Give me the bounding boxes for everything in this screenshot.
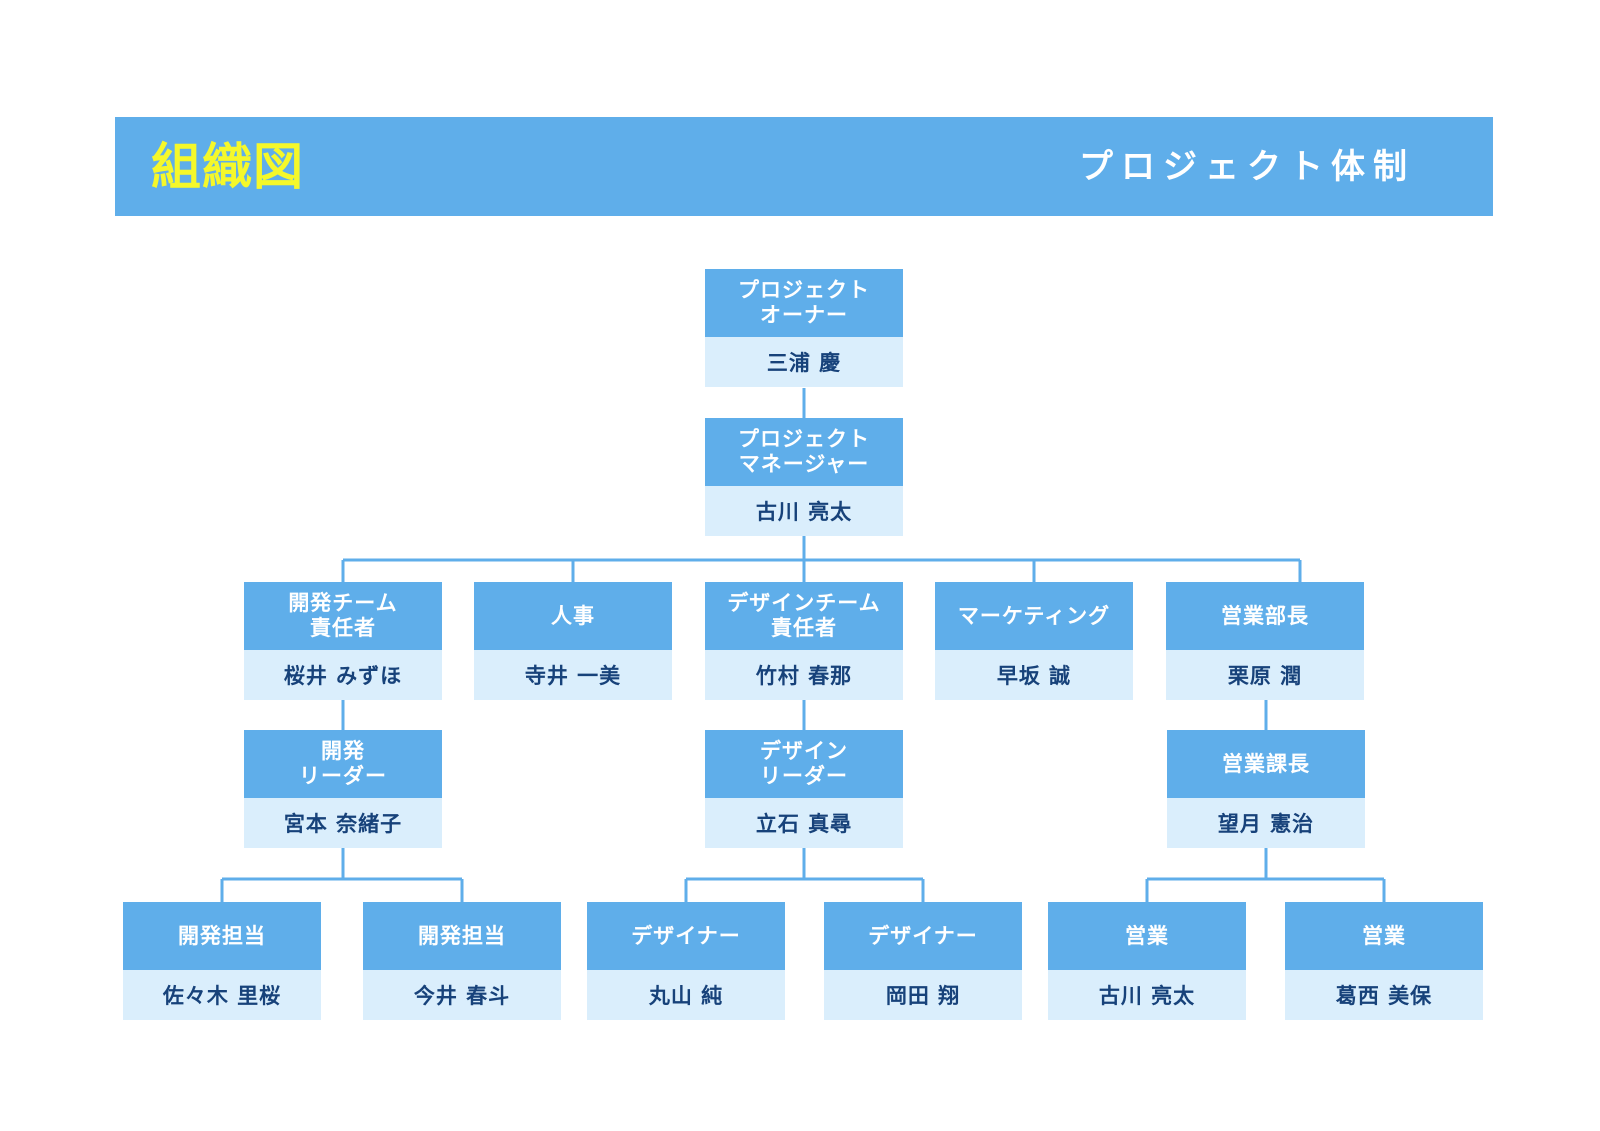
person-name: 葛西 美保 bbox=[1285, 970, 1483, 1020]
node-designer-2: デザイナー 岡田 翔 bbox=[824, 902, 1022, 1020]
role-label: 人事 bbox=[474, 582, 672, 650]
page-title: 組織図 bbox=[151, 138, 304, 196]
person-name: 岡田 翔 bbox=[824, 970, 1022, 1020]
node-developer-2: 開発担当 今井 春斗 bbox=[363, 902, 561, 1020]
role-label: デザインチーム 責任者 bbox=[705, 582, 903, 650]
role-label: 開発担当 bbox=[123, 902, 321, 970]
role-label: プロジェクト オーナー bbox=[705, 269, 903, 337]
node-project-manager: プロジェクト マネージャー 古川 亮太 bbox=[705, 418, 903, 536]
role-label: デザイン リーダー bbox=[705, 730, 903, 798]
node-sales-1: 営業 古川 亮太 bbox=[1048, 902, 1246, 1020]
person-name: 佐々木 里桜 bbox=[123, 970, 321, 1020]
node-project-owner: プロジェクト オーナー 三浦 慶 bbox=[705, 269, 903, 387]
node-sales-2: 営業 葛西 美保 bbox=[1285, 902, 1483, 1020]
node-design-leader: デザイン リーダー 立石 真尋 bbox=[705, 730, 903, 848]
role-label: 営業部長 bbox=[1166, 582, 1364, 650]
person-name: 栗原 潤 bbox=[1166, 650, 1364, 700]
node-dev-team-head: 開発チーム 責任者 桜井 みずほ bbox=[244, 582, 442, 700]
node-sales-director: 営業部長 栗原 潤 bbox=[1166, 582, 1364, 700]
role-label: デザイナー bbox=[587, 902, 785, 970]
node-marketing: マーケティング 早坂 誠 bbox=[935, 582, 1133, 700]
role-label: 開発チーム 責任者 bbox=[244, 582, 442, 650]
person-name: 古川 亮太 bbox=[1048, 970, 1246, 1020]
role-label: 営業 bbox=[1048, 902, 1246, 970]
role-label: 営業課長 bbox=[1167, 730, 1365, 798]
page-subtitle: プロジェクト体制 bbox=[1079, 147, 1415, 187]
role-label: マーケティング bbox=[935, 582, 1133, 650]
person-name: 三浦 慶 bbox=[705, 337, 903, 387]
node-designer-1: デザイナー 丸山 純 bbox=[587, 902, 785, 1020]
node-design-team-head: デザインチーム 責任者 竹村 春那 bbox=[705, 582, 903, 700]
role-label: デザイナー bbox=[824, 902, 1022, 970]
person-name: 宮本 奈緒子 bbox=[244, 798, 442, 848]
role-label: 営業 bbox=[1285, 902, 1483, 970]
node-hr: 人事 寺井 一美 bbox=[474, 582, 672, 700]
person-name: 丸山 純 bbox=[587, 970, 785, 1020]
node-dev-leader: 開発 リーダー 宮本 奈緒子 bbox=[244, 730, 442, 848]
person-name: 望月 憲治 bbox=[1167, 798, 1365, 848]
person-name: 立石 真尋 bbox=[705, 798, 903, 848]
role-label: プロジェクト マネージャー bbox=[705, 418, 903, 486]
person-name: 今井 春斗 bbox=[363, 970, 561, 1020]
person-name: 桜井 みずほ bbox=[244, 650, 442, 700]
person-name: 寺井 一美 bbox=[474, 650, 672, 700]
node-developer-1: 開発担当 佐々木 里桜 bbox=[123, 902, 321, 1020]
person-name: 古川 亮太 bbox=[705, 486, 903, 536]
role-label: 開発 リーダー bbox=[244, 730, 442, 798]
node-sales-manager: 営業課長 望月 憲治 bbox=[1167, 730, 1365, 848]
person-name: 早坂 誠 bbox=[935, 650, 1133, 700]
role-label: 開発担当 bbox=[363, 902, 561, 970]
header-banner: 組織図 プロジェクト体制 bbox=[115, 117, 1493, 216]
person-name: 竹村 春那 bbox=[705, 650, 903, 700]
